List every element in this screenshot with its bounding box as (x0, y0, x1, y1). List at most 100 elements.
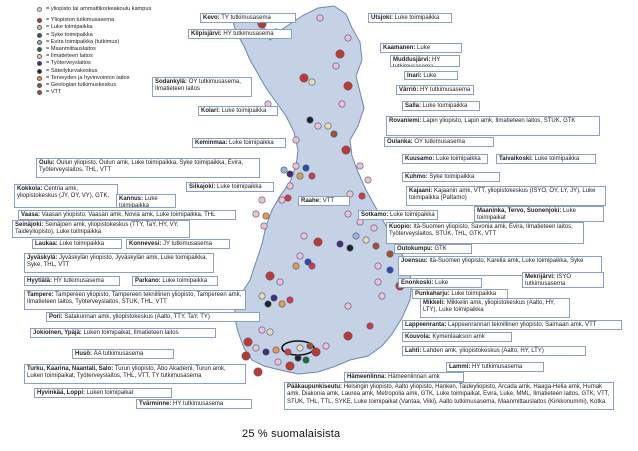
label-place: Siikajoki: (189, 184, 216, 190)
site-marker (292, 162, 300, 170)
site-marker (364, 176, 372, 184)
legend-color-icon (37, 68, 42, 74)
label-kuhmo: Kuhmo: Syke toimipaikka (402, 172, 500, 182)
legend-item: = Maanmittauslaitos (34, 46, 174, 53)
label-place: Seinäjoki: (15, 222, 44, 228)
label-place: Kevo: (203, 15, 220, 21)
site-marker (262, 212, 270, 220)
site-marker (374, 262, 382, 270)
label-text: HY tutkimusasema (223, 31, 274, 37)
site-marker (241, 351, 251, 361)
label-text: Mikkelin amk, yliopistokeskus (Aalto, HY… (423, 300, 555, 314)
label-place: Parkano: (135, 278, 161, 284)
site-marker (346, 190, 354, 198)
site-marker (346, 244, 354, 252)
label-place: Lahti: (405, 348, 422, 354)
label-muddusjarvi: Muddusjärvi: HY tutkimusasema (390, 55, 460, 67)
legend-color-icon (37, 25, 42, 31)
label-hyvinkaa: Hyvinkää, Loppi: Luken toimipaikat (34, 388, 172, 398)
legend-color-icon (37, 54, 42, 60)
label-maaninka: Maaninka, Tervo, Suonenjoki: Luke toimip… (474, 206, 604, 222)
site-marker (272, 346, 280, 354)
label-text: Lappeenrannan teknillinen yliopisto, Sai… (448, 322, 597, 328)
site-marker (260, 222, 268, 230)
site-marker (274, 358, 282, 366)
label-text: VTT (322, 198, 335, 204)
label-oulu: Oulu: Oulun yliopisto, Oulun amk, Luke t… (36, 158, 260, 178)
label-place: Oulanka: (387, 139, 413, 145)
label-text: Luke toimipaikka (422, 103, 468, 109)
site-marker (296, 172, 304, 180)
legend-color-icon (37, 75, 42, 81)
population-share-text: 25 % suomalaisista (242, 428, 341, 440)
label-place: Pori: (49, 314, 63, 320)
legend-item-text: = Terveyden ja hyvinvoinnin laitos (46, 74, 130, 81)
label-text: Vaasan yliopisto, Vaasan amk, Novia amk,… (41, 212, 216, 218)
label-lahti: Lahti: Lahden amk, yliopistokeskus (Aalt… (402, 346, 586, 356)
label-place: Konnevesi: (129, 241, 162, 247)
label-text: Kajaanin amk, VTT, yliopistokeskus (ISYO… (409, 188, 596, 202)
legend-color-icon (37, 47, 42, 53)
site-marker (356, 162, 364, 170)
label-tvarminne: Tvärminne: HY tutkimusasema (136, 399, 252, 409)
site-marker (258, 326, 266, 334)
site-marker (358, 192, 366, 200)
label-seinajoki: Seinäjoki: Seinäjoen amk, yliopistokesku… (12, 220, 190, 238)
label-place: Sotkamo: (361, 212, 389, 218)
site-marker (308, 78, 316, 86)
label-hameenlinna: Hämeenlinna: Hämeenlinnan amk (344, 372, 464, 382)
label-place: Keminmaa: (195, 140, 228, 146)
label-text: Lapin yliopisto, Lapin amk, Ilmatieteen … (423, 118, 576, 124)
label-place: Mekrijärvi: (525, 274, 556, 280)
legend-item-text: = Säteilyturvakeskus (46, 67, 98, 74)
site-marker (300, 232, 308, 240)
label-text: Luke toimipaikka (229, 140, 274, 146)
label-text: ÅA tutkimusasema (93, 351, 144, 357)
label-vaasa: Vaasa: Vaasan yliopisto, Vaasan amk, Nov… (18, 210, 236, 220)
site-marker (343, 331, 353, 341)
site-marker (341, 145, 351, 155)
legend-item: = VTT (34, 89, 174, 96)
label-text: Seinäjoen amk, yliopistokeskus (TTY, TaY… (15, 222, 179, 236)
legend: = yliopisto tai ammattikorkeakoulu kampu… (34, 6, 174, 96)
site-marker (324, 122, 332, 130)
label-text: Luke toimipaikka (451, 291, 497, 297)
label-pori: Pori: Satakunnan amk, yliopistokeskus (A… (46, 312, 260, 322)
site-marker (266, 328, 274, 336)
label-place: Hyytiälä: (27, 278, 53, 284)
label-text: Syke toimipaikka (429, 174, 475, 180)
label-text: HY tutkimusasema (173, 401, 224, 407)
site-marker (338, 100, 346, 108)
label-text: Luke toimipaikka (436, 156, 481, 162)
label-inari: Inari: Luke toimipaikka (404, 71, 458, 80)
label-text: OY tutkimusasema (414, 139, 465, 145)
site-marker (366, 322, 374, 330)
site-marker (372, 242, 380, 250)
label-text: Luke toimipaikka (534, 156, 580, 162)
site-marker (284, 194, 292, 202)
label-text: Kymenlaakson amk (432, 334, 485, 340)
site-marker (378, 292, 386, 300)
label-place: Hämeenlinna: (347, 374, 387, 380)
label-place: Pääkaupunkiseutu: (287, 384, 343, 390)
site-marker (344, 210, 352, 218)
site-markers (241, 14, 405, 377)
label-tampere: Tampere: Tampereen yliopisto, Tampereen … (24, 290, 246, 310)
site-marker (243, 337, 253, 347)
site-marker (285, 361, 295, 371)
label-place: Mikkeli: (423, 300, 446, 306)
label-text: Luke toimipaikka (390, 212, 435, 218)
label-place: Enonkoski: (401, 280, 434, 286)
label-text: Helsingin yliopisto, Aalto yliopisto, Ha… (287, 384, 610, 405)
legend-color-icon (37, 18, 42, 24)
label-utsjoki: Utsjoki: Luke toimipaikka (368, 13, 452, 23)
site-marker (316, 14, 324, 22)
label-kajaani: Kajaani: Kajaanin amk, VTT, yliopistokes… (406, 186, 606, 206)
label-sotkamo: Sotkamo: Luke toimipaikka (358, 210, 438, 220)
site-marker (296, 344, 304, 352)
label-parkano: Parkano: Luke toimipaikka (132, 276, 218, 286)
site-marker (311, 347, 321, 357)
legend-item: = Luke toimipaikka (34, 24, 174, 31)
site-marker (386, 250, 394, 258)
